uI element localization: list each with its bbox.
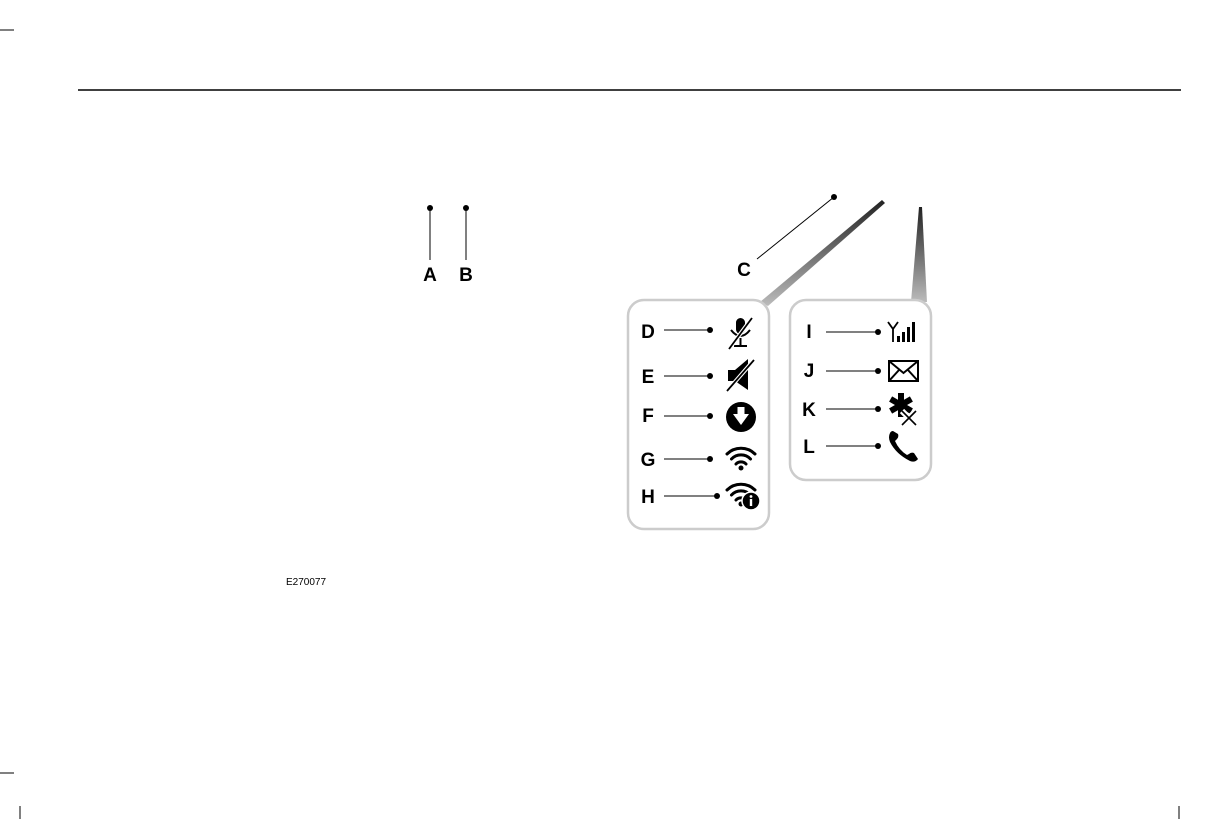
svg-text:J: J <box>804 361 815 382</box>
download-icon <box>726 402 756 432</box>
callout-a: A <box>423 205 437 286</box>
svg-text:E: E <box>642 367 655 388</box>
svg-text:L: L <box>803 437 815 458</box>
svg-text:I: I <box>806 322 811 343</box>
svg-text:K: K <box>802 400 816 421</box>
callout-c: C <box>737 194 837 281</box>
svg-text:H: H <box>641 487 655 508</box>
svg-text:A: A <box>423 265 437 286</box>
right-panel-pointer <box>911 207 927 302</box>
crop-marks <box>0 30 1179 819</box>
left-panel-pointer <box>760 200 885 306</box>
callout-b: B <box>459 205 473 286</box>
svg-text:B: B <box>459 265 473 286</box>
svg-text:D: D <box>641 322 655 343</box>
svg-text:G: G <box>641 450 656 471</box>
svg-text:C: C <box>737 260 751 281</box>
svg-text:F: F <box>642 406 654 427</box>
figure-code: E270077 <box>286 577 326 588</box>
